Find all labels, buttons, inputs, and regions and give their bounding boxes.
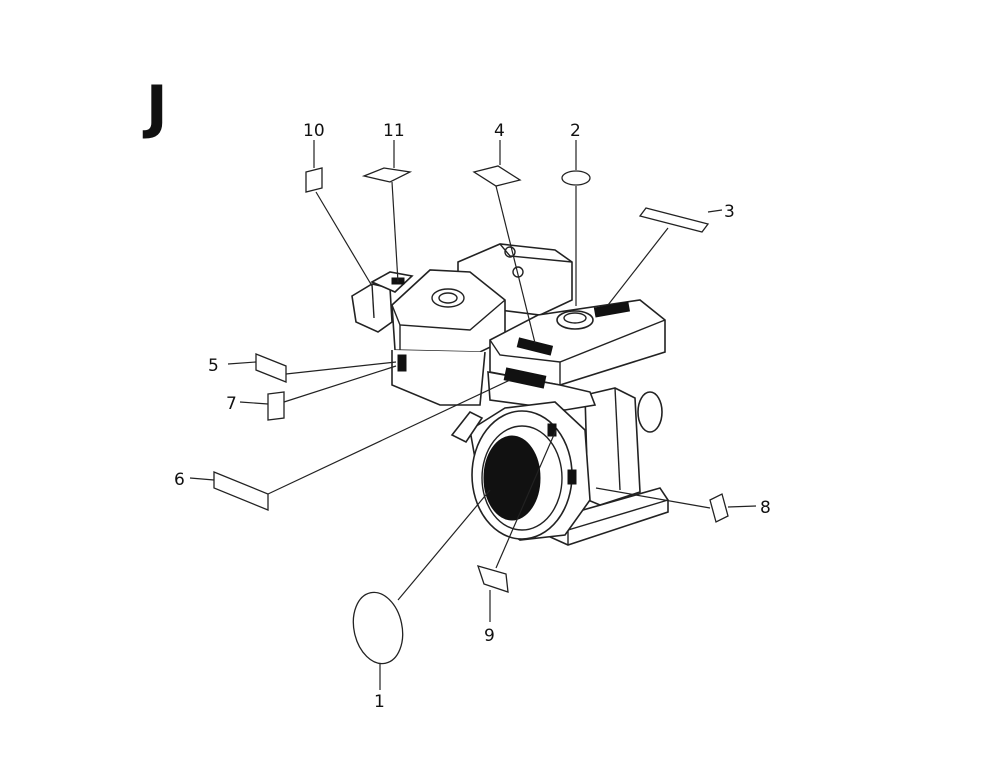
callout-number-11: 11 <box>383 121 405 141</box>
callout-10: 10 <box>303 121 373 287</box>
callout-number-8: 8 <box>760 498 771 518</box>
callout-7: 7 <box>226 365 397 421</box>
callout-2: 2 <box>561 121 591 306</box>
callout-6: 6 <box>174 379 511 511</box>
callout-number-6: 6 <box>174 470 185 490</box>
callout-1: 1 <box>352 489 491 712</box>
callout-3: 3 <box>607 202 735 306</box>
callout-8: 8 <box>595 487 771 523</box>
engine-illustration <box>351 243 669 546</box>
callout-11: 11 <box>361 121 413 283</box>
callout-4: 4 <box>472 121 536 344</box>
section-letter: J <box>142 73 168 141</box>
callout-number-4: 4 <box>494 121 505 141</box>
callout-number-10: 10 <box>303 121 325 141</box>
callout-5: 5 <box>208 353 397 383</box>
callout-number-3: 3 <box>724 202 735 222</box>
callout-number-2: 2 <box>570 121 581 141</box>
callout-number-9: 9 <box>484 626 495 646</box>
callout-number-5: 5 <box>208 356 219 376</box>
callout-number-1: 1 <box>374 692 385 712</box>
callout-number-7: 7 <box>226 394 237 414</box>
callout-9: 9 <box>476 429 557 646</box>
